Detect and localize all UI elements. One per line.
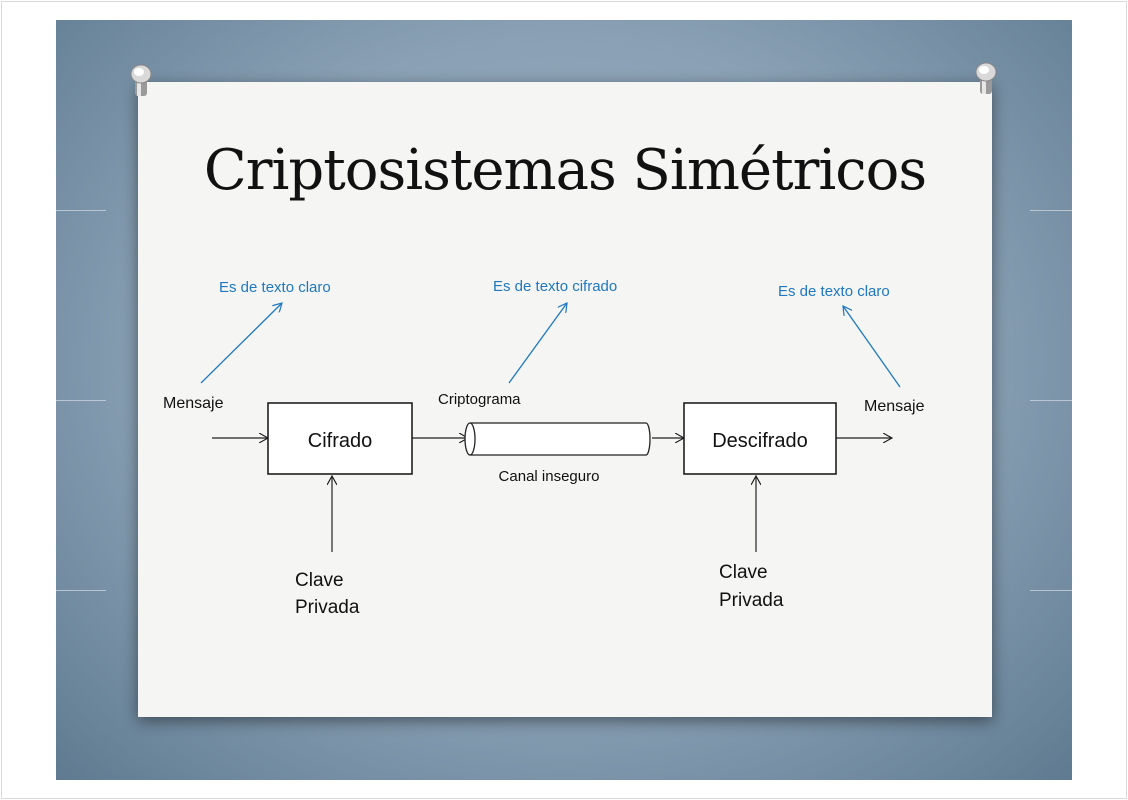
divider bbox=[1030, 210, 1072, 211]
key-right-line2: Privada bbox=[719, 590, 784, 611]
annotation-plaintext-left: Es de texto claro bbox=[219, 279, 331, 296]
divider bbox=[1030, 400, 1072, 401]
key-left-line1: Clave bbox=[295, 570, 344, 591]
channel-label: Canal inseguro bbox=[499, 468, 600, 485]
annotation-ciphertext: Es de texto cifrado bbox=[493, 278, 617, 295]
pushpin-icon bbox=[130, 64, 152, 96]
annotation-arrow bbox=[508, 303, 567, 384]
decrypt-label: Descifrado bbox=[712, 430, 808, 452]
key-left-line2: Privada bbox=[295, 597, 360, 618]
divider bbox=[56, 400, 106, 401]
output-message-label: Mensaje bbox=[864, 398, 925, 415]
key-right-line1: Clave bbox=[719, 562, 768, 583]
annotation-plaintext-right: Es de texto claro bbox=[778, 283, 890, 300]
divider bbox=[1030, 590, 1072, 591]
encrypt-box bbox=[267, 402, 413, 475]
divider bbox=[56, 210, 106, 211]
slide-title: Criptosistemas Simétricos bbox=[203, 138, 927, 203]
annotation-arrow bbox=[843, 306, 901, 388]
ciphertext-label: Criptograma bbox=[438, 391, 521, 408]
insecure-channel-pipe bbox=[464, 422, 651, 456]
paper-card bbox=[138, 82, 992, 717]
encrypt-label: Cifrado bbox=[308, 430, 372, 452]
annotation-arrow bbox=[200, 303, 282, 384]
pushpin-icon bbox=[975, 62, 997, 94]
divider bbox=[56, 590, 106, 591]
input-message-label: Mensaje bbox=[163, 395, 224, 412]
